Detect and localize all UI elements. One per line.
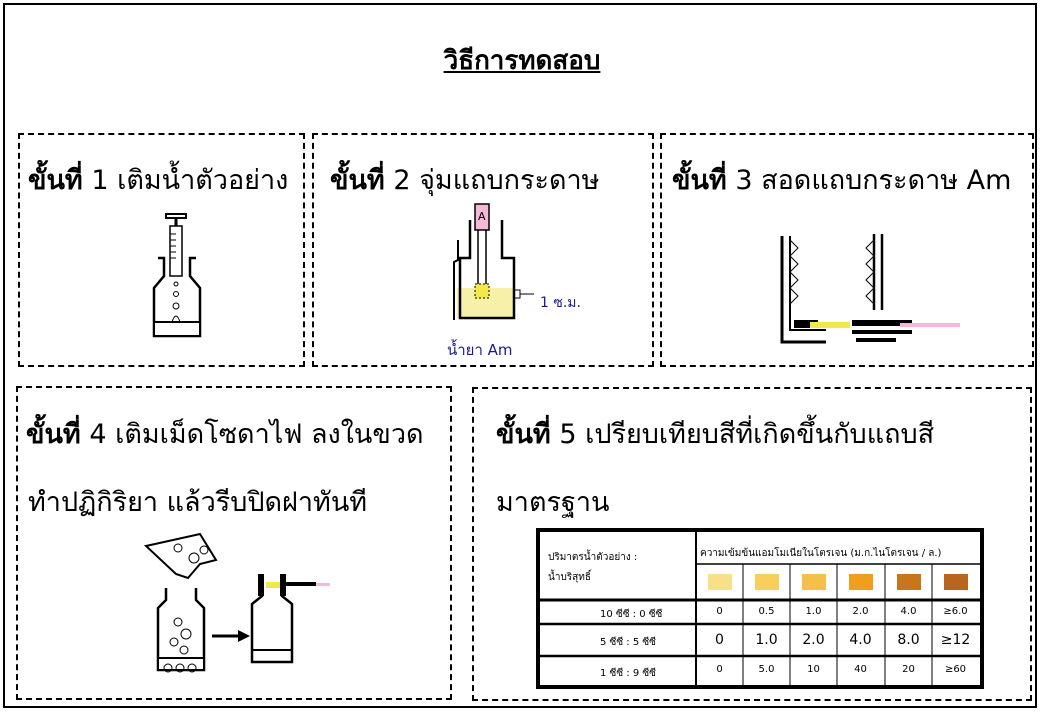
step-4-text-line2: ทำปฏิกิริยา แล้วรีบปิดฝาทันที <box>28 487 368 518</box>
cell-r3-c6: ≥60 <box>944 664 967 675</box>
step-5-label: ขั้นที่ <box>496 419 551 450</box>
cell-r1-c1: 0 <box>716 606 723 617</box>
cell-r1-c5: 4.0 <box>900 606 917 617</box>
step-1-text: เติมน้ำตัวอย่าง <box>117 165 289 196</box>
strip-dip-illustration: A <box>453 203 534 320</box>
step-2-text: จุ่มแถบกระดาษ <box>419 165 600 196</box>
step-4-panel <box>16 386 452 700</box>
color-chart-grid <box>540 532 980 685</box>
pellet-bottle-illustration <box>143 532 330 673</box>
cell-r2-c2: 1.0 <box>755 632 778 648</box>
color-chart-table: ปริมาตรน้ำตัวอย่าง : น้ำบริสุทธิ์ ความเข… <box>536 528 984 689</box>
row-3-label: 1 ซีซี : 9 ซีซี <box>600 668 656 679</box>
color-swatch-3 <box>802 574 826 590</box>
right-header: ความเข้มข้นแอมโมเนียในโตรเจน (ม.ก.ไนโตรเ… <box>700 548 942 559</box>
cell-r1-c3: 1.0 <box>805 606 822 617</box>
left-header-line2: น้ำบริสุทธิ์ <box>548 572 591 583</box>
one-cm-label: 1 ซ.ม. <box>540 295 581 311</box>
step-4-text: เติมเม็ดโซดาไฟ ลงในขวด <box>115 419 424 450</box>
row-1-label: 10 ซีซี : 0 ซีซี <box>600 609 663 620</box>
strip-letter: A <box>478 210 486 223</box>
step-2-heading: ขั้นที่ 2 จุ่มแถบกระดาษ <box>330 158 599 201</box>
cell-r2-c1: 0 <box>715 632 724 648</box>
color-swatch-5 <box>897 574 921 590</box>
color-swatch-2 <box>755 574 779 590</box>
strip-insert-illustration <box>780 234 960 344</box>
cell-r3-c2: 5.0 <box>758 664 775 675</box>
cell-r1-c4: 2.0 <box>852 606 869 617</box>
cell-r2-c3: 2.0 <box>802 632 825 648</box>
page-frame <box>3 3 1037 708</box>
cell-r3-c3: 10 <box>807 664 820 675</box>
color-swatch-1 <box>708 574 732 590</box>
step-3-label: ขั้นที่ <box>672 165 727 196</box>
cell-r2-c6: ≥12 <box>940 632 971 648</box>
step-4-number: 4 <box>89 419 107 450</box>
step-2-label: ขั้นที่ <box>330 165 385 196</box>
step-2-number: 2 <box>393 165 411 196</box>
step-5-heading: ขั้นที่ 5 เปรียบเทียบสีที่เกิดขึ้นกับแถบ… <box>496 412 934 455</box>
step-3-text: สอดแถบกระดาษ Am <box>761 165 1012 196</box>
step-4-heading: ขั้นที่ 4 เติมเม็ดโซดาไฟ ลงในขวด <box>26 412 424 455</box>
step-1-number: 1 <box>91 165 109 196</box>
reagent-label: น้ำยา Am <box>447 341 513 359</box>
cell-r2-c5: 8.0 <box>897 632 920 648</box>
step-3-panel <box>660 133 1034 367</box>
syringe-bottle-illustration <box>152 213 202 338</box>
cell-r1-c2: 0.5 <box>758 606 775 617</box>
step-1-panel <box>18 133 305 367</box>
step-5-panel <box>472 387 1032 701</box>
step-1-heading: ขั้นที่ 1 เติมน้ำตัวอย่าง <box>28 158 288 201</box>
step-3-heading: ขั้นที่ 3 สอดแถบกระดาษ Am <box>672 158 1032 201</box>
step-3-number: 3 <box>735 165 753 196</box>
cell-r3-c5: 20 <box>902 664 915 675</box>
step-2-panel <box>312 133 654 367</box>
color-swatch-6 <box>944 574 968 590</box>
cell-r2-c4: 4.0 <box>849 632 872 648</box>
step-5-text-line2: มาตรฐาน <box>496 487 610 518</box>
row-2-label: 5 ซีซี : 5 ซีซี <box>600 637 656 648</box>
step-5-text: เปรียบเทียบสีที่เกิดขึ้นกับแถบสี <box>585 419 935 450</box>
cell-r1-c6: ≥6.0 <box>943 606 968 617</box>
page-title: วิธีการทดสอบ <box>443 46 601 76</box>
cell-r3-c1: 0 <box>716 664 723 675</box>
left-header-line1: ปริมาตรน้ำตัวอย่าง : <box>548 552 638 563</box>
step-1-label: ขั้นที่ <box>28 165 83 196</box>
step-5-number: 5 <box>559 419 577 450</box>
step-4-label: ขั้นที่ <box>26 419 81 450</box>
cell-r3-c4: 40 <box>854 664 867 675</box>
color-swatch-4 <box>849 574 873 590</box>
